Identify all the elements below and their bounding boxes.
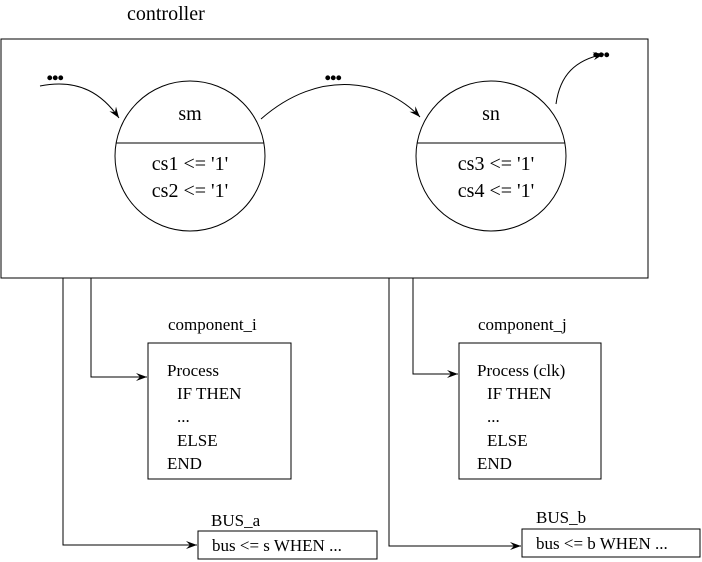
component-j-code-5: END [477, 454, 512, 473]
component-j-code-3: ... [487, 407, 500, 426]
component-j: component_j Process (clk) IF THEN ... EL… [458, 315, 602, 480]
state-sn-circle [415, 80, 567, 232]
component-i-code-3: ... [177, 407, 190, 426]
ellipsis-middle: ... [324, 54, 342, 87]
state-sm-name: sm [178, 103, 202, 125]
ellipsis-right: ... [592, 31, 610, 64]
component-i: component_i Process IF THEN ... ELSE END [147, 315, 292, 480]
bus-b-title: BUS_b [536, 508, 586, 527]
entry-transition-arrow [39, 83, 120, 119]
bus-b: BUS_b bus <= b WHEN ... [521, 508, 701, 558]
component-i-code-1: Process [167, 361, 219, 380]
bus-a: BUS_a bus <= s WHEN ... [197, 511, 378, 560]
bus-a-box [197, 530, 378, 560]
component-i-code-5: END [167, 454, 202, 473]
controller-to-bus-a-line [62, 278, 197, 549]
state-sn: sn cs3 <= '1' cs4 <= '1' [415, 80, 567, 232]
component-i-code-2: IF THEN [177, 384, 241, 403]
bus-a-code: bus <= s WHEN ... [212, 536, 342, 555]
bus-b-code: bus <= b WHEN ... [536, 534, 668, 553]
controller-to-component-i-line [90, 278, 147, 381]
component-j-code-1: Process (clk) [477, 361, 565, 380]
controller-title: controller [127, 3, 205, 25]
controller-to-bus-b-line [388, 278, 521, 550]
component-j-code-2: IF THEN [487, 384, 551, 403]
component-j-code-4: ELSE [487, 431, 528, 450]
state-sm-circle [114, 80, 266, 232]
component-j-title: component_j [478, 315, 567, 334]
state-sm-action-2: cs2 <= '1' [152, 180, 228, 202]
bus-a-title: BUS_a [211, 511, 261, 530]
component-j-box [458, 342, 602, 480]
controller-to-component-j-line [412, 278, 458, 378]
state-sn-action-2: cs4 <= '1' [458, 180, 534, 202]
state-sm: sm cs1 <= '1' cs2 <= '1' [114, 80, 266, 232]
component-i-code-4: ELSE [177, 431, 218, 450]
controller-box [0, 38, 649, 279]
state-sn-name: sn [482, 103, 500, 125]
state-sm-action-1: cs1 <= '1' [152, 153, 228, 175]
bus-b-box [521, 528, 701, 558]
component-i-box [147, 342, 292, 480]
state-sn-action-1: cs3 <= '1' [458, 153, 534, 175]
transition-sm-sn-arrow [260, 84, 421, 120]
component-i-title: component_i [168, 315, 257, 334]
exit-transition-arrow [555, 52, 605, 105]
ellipsis-left: ... [46, 54, 64, 87]
